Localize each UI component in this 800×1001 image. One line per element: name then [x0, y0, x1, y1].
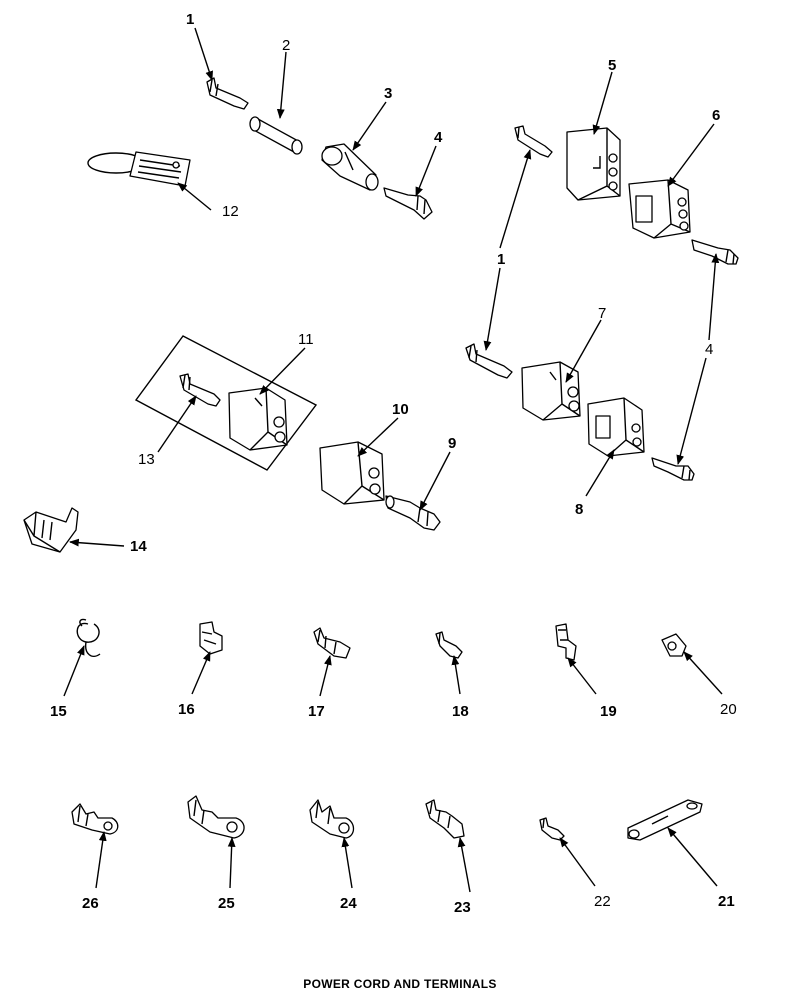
- part-4-terminal-right-bottom: [651, 457, 695, 481]
- part-9-terminal: [385, 495, 441, 531]
- callout-15: 15: [50, 703, 67, 720]
- part-21-flat-terminal: [627, 799, 703, 841]
- callout-25: 25: [218, 895, 235, 912]
- callout-26: 26: [82, 895, 99, 912]
- callout-6: 6: [712, 107, 720, 124]
- part-5-connector: [566, 127, 621, 201]
- part-14-clip: [23, 507, 79, 553]
- callout-14: 14: [130, 538, 147, 555]
- part-10-connector: [319, 441, 385, 505]
- part-25-ring-terminal: [187, 795, 245, 839]
- callout-4-right: 4: [705, 341, 713, 358]
- part-12-wire-tag: [87, 151, 191, 187]
- callout-labels: 1 2 3 4 5 6 1 7 4 8 9 10 11 12 13 14 15 …: [50, 11, 737, 916]
- part-15-spring-clip: [76, 618, 101, 658]
- callout-24: 24: [340, 895, 357, 912]
- callout-8: 8: [575, 501, 583, 518]
- callout-2: 2: [282, 37, 290, 54]
- callout-22: 22: [594, 893, 611, 910]
- part-1-terminal-right: [514, 125, 553, 158]
- part-2-sleeve: [249, 116, 303, 155]
- part-17-terminal: [313, 627, 351, 659]
- callout-4-top: 4: [434, 129, 443, 146]
- callout-18: 18: [452, 703, 469, 720]
- callout-9: 9: [448, 435, 456, 452]
- part-20-terminal: [661, 633, 687, 657]
- callout-3: 3: [384, 85, 392, 102]
- part-26-ring-terminal: [71, 803, 119, 835]
- part-6-connector: [628, 179, 691, 239]
- part-19-terminal: [555, 623, 577, 661]
- callout-11: 11: [298, 331, 314, 348]
- kit-box-11-13: [134, 335, 318, 471]
- part-22-terminal: [539, 817, 565, 841]
- part-24-ring-terminal: [309, 799, 355, 839]
- part-4-terminal-right-top: [691, 239, 739, 265]
- part-3-insulator: [321, 143, 379, 191]
- part-18-terminal: [435, 631, 463, 659]
- callout-10: 10: [392, 401, 409, 418]
- callout-5: 5: [608, 57, 616, 74]
- part-13-terminal: [179, 373, 221, 407]
- part-7-connector: [521, 361, 581, 421]
- callout-20: 20: [720, 701, 737, 718]
- callout-1-right: 1: [497, 251, 505, 268]
- callout-13: 13: [138, 451, 155, 468]
- part-1-terminal-lower: [465, 343, 513, 379]
- part-11-connector: [228, 387, 288, 451]
- callout-16: 16: [178, 701, 195, 718]
- diagram-title: POWER CORD AND TERMINALS: [303, 977, 496, 991]
- part-4-terminal-top: [383, 187, 433, 220]
- callout-21: 21: [718, 893, 735, 910]
- part-1-terminal-top: [206, 77, 249, 110]
- callout-7: 7: [598, 305, 606, 322]
- part-23-terminal: [425, 799, 465, 839]
- callout-19: 19: [600, 703, 617, 720]
- part-8-connector: [587, 397, 645, 457]
- callout-23: 23: [454, 899, 471, 916]
- part-16-terminal: [199, 621, 223, 655]
- leader-lines: [63, 27, 723, 893]
- callout-17: 17: [308, 703, 325, 720]
- callout-12: 12: [222, 203, 239, 220]
- callout-1-top: 1: [186, 11, 194, 28]
